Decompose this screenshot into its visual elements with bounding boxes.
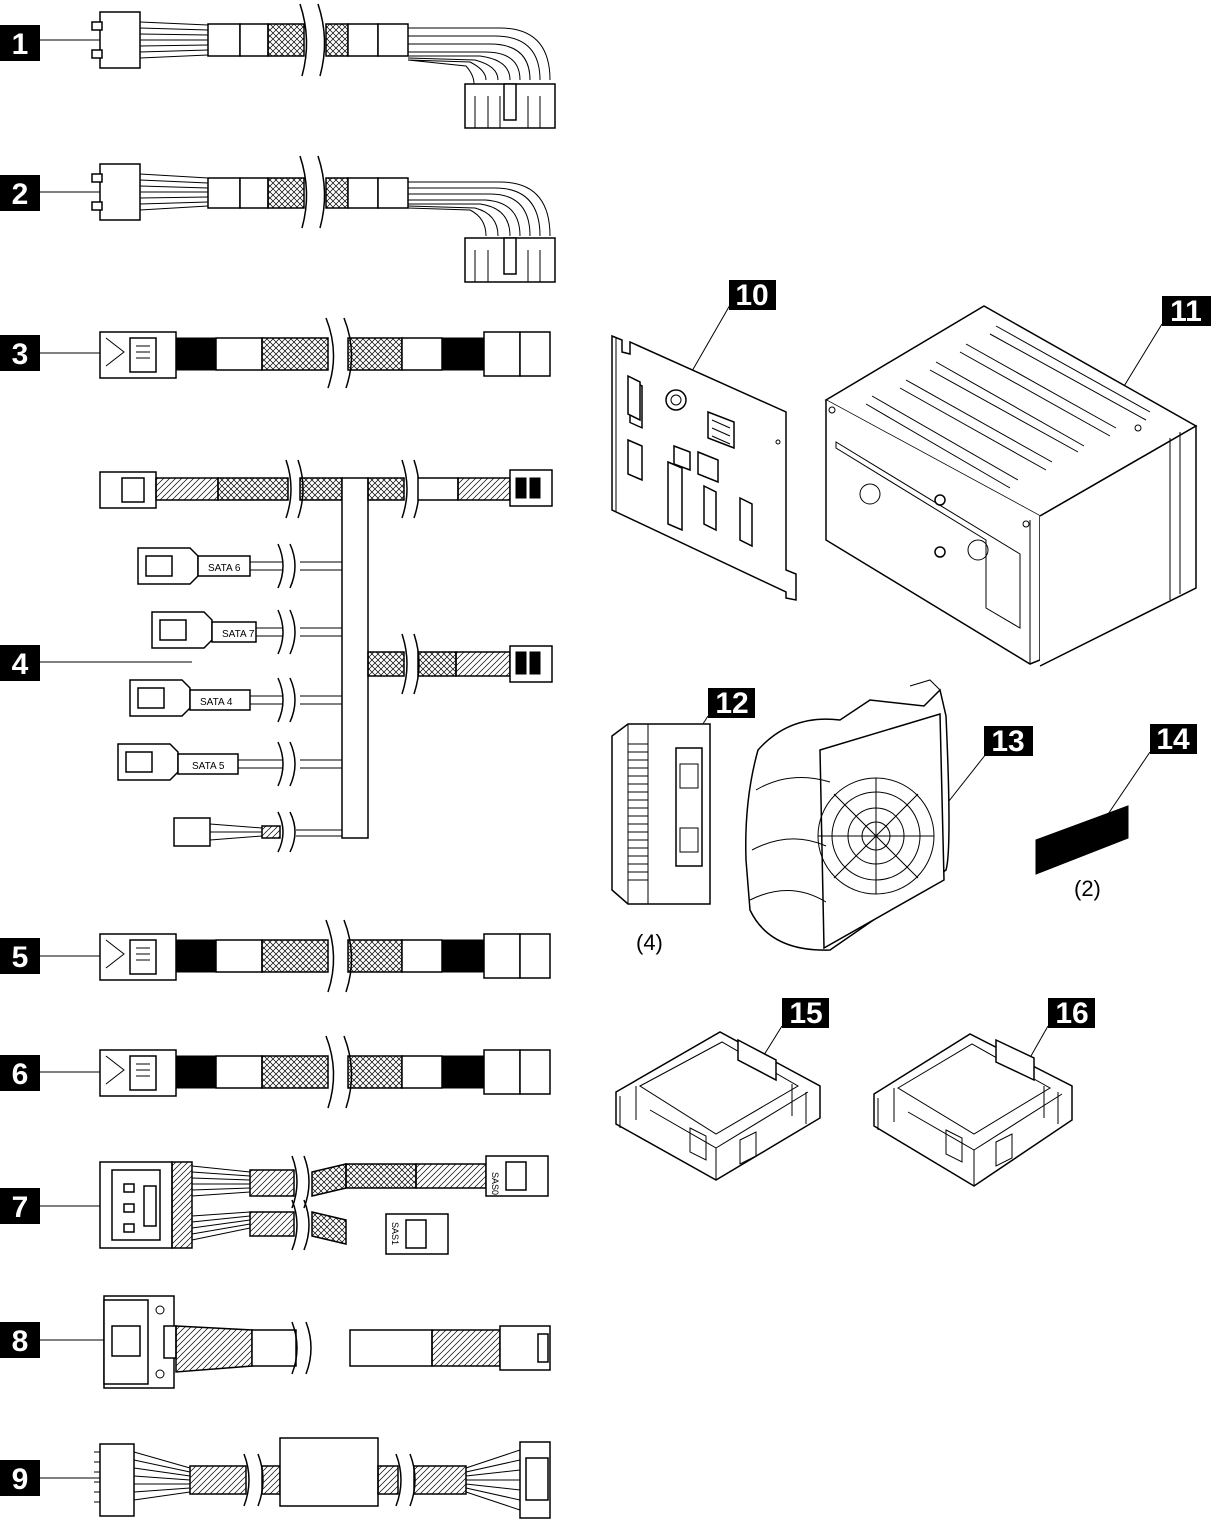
callout-box bbox=[729, 280, 776, 310]
sata-6-connector: SATA 6 bbox=[137, 543, 342, 589]
callout-box bbox=[0, 1322, 40, 1358]
callout-box bbox=[0, 335, 40, 371]
callout-1-label: 1 bbox=[12, 28, 29, 61]
callout-box bbox=[0, 1055, 40, 1091]
callout-12-label: 12 bbox=[715, 687, 748, 720]
sas0-label: SAS0 bbox=[490, 1172, 500, 1195]
part-15-bracket: 15 bbox=[615, 997, 829, 1181]
callout-box bbox=[0, 938, 40, 974]
cable-6: 6 bbox=[0, 1035, 551, 1109]
callout-5-label: 5 bbox=[12, 941, 29, 974]
callout-box bbox=[1048, 998, 1095, 1028]
cable-1: 1 bbox=[0, 3, 556, 129]
callout-box bbox=[0, 175, 40, 211]
part-14-label: 14 (2) bbox=[1035, 723, 1197, 901]
sata-7-label: SATA 7 bbox=[222, 629, 255, 640]
callout-box bbox=[1150, 724, 1197, 754]
callout-box bbox=[708, 688, 755, 718]
callout-16-label: 16 bbox=[1055, 997, 1088, 1030]
part-12-quantity: (4) bbox=[636, 930, 663, 955]
part-14-quantity: (2) bbox=[1074, 876, 1101, 901]
part-11-drive-cage: 11 bbox=[824, 295, 1211, 667]
part-12-filler: 12 (4) bbox=[611, 687, 755, 955]
callout-box bbox=[0, 645, 40, 681]
callout-2-label: 2 bbox=[12, 178, 29, 211]
callout-11-label: 11 bbox=[1170, 295, 1202, 328]
cable-8: 8 bbox=[0, 1295, 551, 1389]
cable-9: 9 bbox=[0, 1437, 551, 1519]
callout-box bbox=[0, 25, 40, 61]
cable-2: 2 bbox=[0, 155, 556, 283]
callout-14-label: 14 bbox=[1156, 723, 1190, 756]
part-16-bracket: 16 bbox=[873, 997, 1095, 1187]
callout-box bbox=[1162, 296, 1211, 326]
cable-7: 7 SAS0 SAS1 bbox=[0, 1155, 549, 1255]
callout-7-label: 7 bbox=[12, 1191, 29, 1224]
callout-13-label: 13 bbox=[991, 725, 1024, 758]
callout-15-label: 15 bbox=[789, 997, 822, 1030]
part-13-fan: 13 bbox=[745, 679, 1033, 951]
callout-4-label: 4 bbox=[12, 648, 29, 681]
callout-8-label: 8 bbox=[12, 1325, 29, 1358]
sata-7-connector: SATA 7 bbox=[151, 609, 342, 655]
callout-9-label: 9 bbox=[12, 1463, 29, 1496]
sata-5-connector: SATA 5 bbox=[117, 741, 342, 787]
sata-4-connector: SATA 4 bbox=[129, 677, 342, 723]
cable-5: 5 bbox=[0, 919, 551, 993]
sata-6-label: SATA 6 bbox=[208, 563, 241, 574]
cable-3: 3 bbox=[0, 317, 551, 389]
callout-box bbox=[984, 726, 1033, 756]
callout-6-label: 6 bbox=[12, 1058, 29, 1091]
sata-4-label: SATA 4 bbox=[200, 697, 233, 708]
callout-box bbox=[0, 1460, 40, 1496]
callout-10-label: 10 bbox=[735, 279, 768, 312]
cable-4: 4 SATA 6 bbox=[0, 459, 553, 853]
callout-box bbox=[782, 998, 829, 1028]
callout-3-label: 3 bbox=[12, 338, 29, 371]
part-10-backplane: 10 bbox=[611, 279, 797, 601]
callout-box bbox=[0, 1188, 40, 1224]
sata-5-label: SATA 5 bbox=[192, 761, 225, 772]
sas1-label: SAS1 bbox=[390, 1222, 400, 1245]
